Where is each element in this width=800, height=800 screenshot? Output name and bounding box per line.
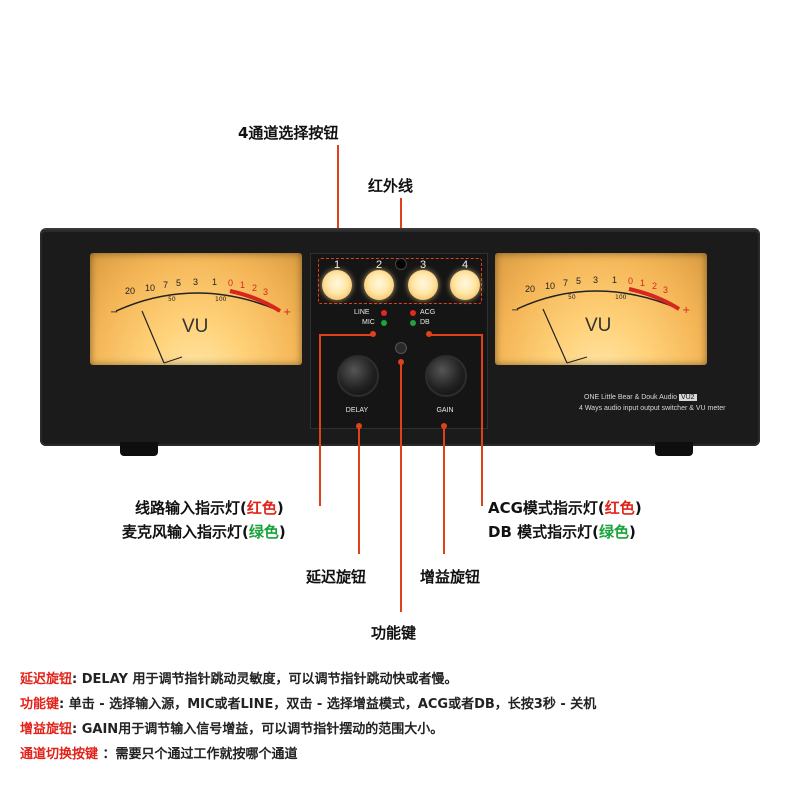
device-foot-right	[655, 442, 693, 456]
channel-buttons-callout: 4通道选择按钮	[238, 124, 339, 142]
vu-meter-right-scale-0: 0	[628, 276, 634, 286]
vu-meter-left-scale-p3: 3	[263, 287, 269, 297]
vu-meter-right-100: 100	[615, 294, 627, 301]
db-led-callout: DB 模式指示灯(绿色)	[488, 523, 636, 541]
vu-meter-left-scale-p1: 1	[240, 280, 246, 290]
description-function: 功能键: 单击 - 选择输入源，MIC或者LINE，双击 - 选择增益模式，AC…	[20, 697, 597, 712]
infrared-leader	[400, 198, 402, 250]
delay-knob-label: DELAY	[345, 407, 369, 414]
channel-buttons-leader	[337, 145, 339, 251]
vu-meter-left: 20 10 7 5 3 1 0 1 2 3 − + 50 100 VU	[90, 253, 302, 365]
vu-meter-right-scale-p1: 1	[640, 278, 646, 288]
vu-meter-left-50: 50	[168, 296, 176, 303]
vu-meter-left-100: 100	[215, 296, 227, 303]
acg-led	[410, 310, 416, 316]
vu-meter-right-scale-20: 20	[525, 284, 536, 294]
vu-meter-right-scale-1: 1	[612, 275, 618, 285]
function-leader	[400, 362, 402, 612]
description-delay: 延迟旋钮: DELAY 用于调节指针跳动灵敏度，可以调节指针跳动快或者慢。	[20, 672, 458, 687]
vu-meter-left-scale-10: 10	[145, 283, 156, 293]
function-key-callout: 功能键	[371, 624, 417, 642]
infrared-sensor	[395, 258, 407, 270]
channel-1-number: 1	[333, 259, 341, 271]
brand-line-2: 4 Ways audio input output switcher & VU …	[579, 405, 726, 412]
description-gain: 增益旋钮: GAIN用于调节输入信号增益，可以调节指针摆动的范围大小。	[20, 722, 444, 737]
line-mic-leader	[319, 334, 321, 506]
vu-meter-right-scale-7: 7	[563, 278, 569, 288]
mic-led-label: MIC	[362, 319, 375, 326]
delay-knob-callout: 延迟旋钮	[306, 568, 367, 586]
vu-meter-left-scale	[115, 289, 282, 364]
line-led-label: LINE	[354, 309, 370, 316]
infrared-callout: 红外线	[368, 177, 414, 195]
mic-led-callout: 麦克风输入指示灯(绿色)	[122, 523, 286, 541]
function-button[interactable]	[395, 342, 407, 354]
acg-led-label: ACG	[420, 309, 436, 316]
vu-meter-right-scale-3: 3	[593, 275, 599, 285]
vu-meter-right: 20 10 7 5 3 1 0 1 2 3 − + 50 100 VU	[495, 253, 707, 365]
description-channel: 通道切换按键 ：需要只个通过工作就按哪个通道	[20, 747, 298, 762]
vu-meter-left-scale-0: 0	[228, 278, 234, 288]
delay-leader	[358, 426, 360, 554]
channel-4-button[interactable]	[450, 270, 480, 300]
channel-4-number: 4	[461, 259, 469, 271]
line-led	[381, 310, 387, 316]
vu-meter-left-plus: +	[283, 307, 292, 318]
model-badge: VU2	[678, 394, 697, 401]
gain-knob-callout: 增益旋钮	[420, 568, 481, 586]
db-led	[410, 320, 416, 326]
vu-meter-right-scale	[516, 287, 681, 364]
vu-meter-left-scale-7: 7	[163, 280, 169, 290]
vu-meter-right-scale-p3: 3	[663, 285, 669, 295]
line-led-callout: 线路输入指示灯(红色)	[135, 499, 284, 517]
channel-1-button[interactable]	[322, 270, 352, 300]
vu-meter-right-minus: −	[511, 305, 520, 316]
acg-led-callout: ACG模式指示灯(红色)	[488, 499, 642, 517]
vu-meter-right-50: 50	[568, 294, 576, 301]
vu-meter-left-scale-5: 5	[176, 278, 182, 288]
brand-line-1: ONE Little Bear & Douk Audio VU2	[584, 394, 697, 401]
gain-knob-label: GAIN	[436, 407, 454, 414]
delay-knob[interactable]	[337, 355, 379, 397]
channel-2-button[interactable]	[364, 270, 394, 300]
line-mic-marker	[370, 331, 376, 337]
vu-meter-right-plus: +	[682, 305, 691, 316]
vu-meter-left-scale-20: 20	[125, 286, 136, 296]
db-led-label: DB	[420, 319, 430, 326]
vu-meter-right-scale-5: 5	[576, 276, 582, 286]
gain-leader	[443, 426, 445, 554]
channel-2-number: 2	[375, 259, 383, 271]
channel-3-button[interactable]	[408, 270, 438, 300]
mic-led	[381, 320, 387, 326]
vu-meter-right-label: VU	[585, 315, 612, 336]
vu-meter-left-scale-p2: 2	[252, 283, 258, 293]
vu-meter-left-scale-1: 1	[212, 277, 218, 287]
acg-db-leader-h	[429, 334, 483, 336]
vu-meter-left-scale-3: 3	[193, 277, 199, 287]
line-mic-leader-h	[319, 334, 373, 336]
acg-db-leader	[481, 334, 483, 506]
vu-meter-left-label: VU	[182, 316, 209, 337]
vu-meter-right-scale-10: 10	[545, 281, 556, 291]
vu-meter-right-scale-p2: 2	[652, 281, 658, 291]
gain-knob[interactable]	[425, 355, 467, 397]
vu-meter-left-minus: −	[110, 307, 119, 318]
device-foot-left	[120, 442, 158, 456]
channel-3-number: 3	[419, 259, 427, 271]
